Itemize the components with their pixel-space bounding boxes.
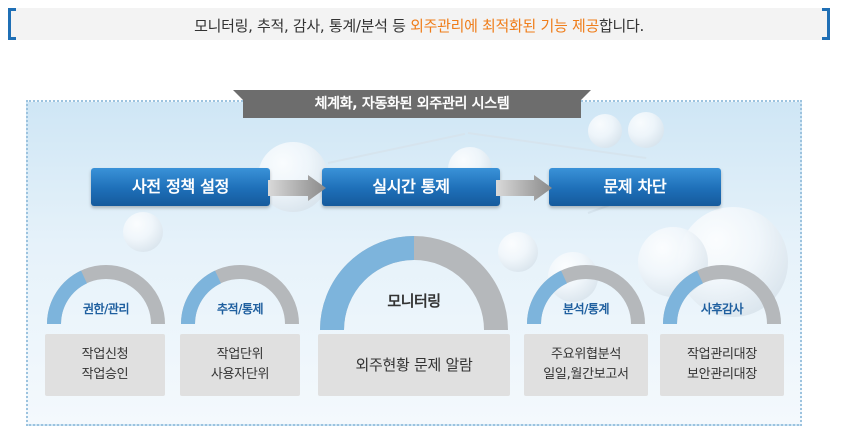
- gauge-label: 추적/통제: [178, 300, 302, 317]
- stage-pre-policy-setting: 사전 정책 설정: [91, 168, 270, 206]
- molecule-bubble: [123, 212, 163, 252]
- gauge-post-audit: 사후감사: [660, 264, 784, 324]
- molecule-bubble: [628, 112, 664, 148]
- detail-line: 작업단위: [217, 345, 264, 365]
- detail-box-analysis: 주요위협분석 일일,월간보고서: [524, 334, 648, 396]
- gauge-analysis-statistics: 분석/통계: [524, 264, 648, 324]
- detail-line: 외주현황 문제 알람: [356, 355, 473, 375]
- gauge-arc-icon: [318, 232, 510, 330]
- gauge-label: 사후감사: [660, 300, 784, 317]
- gauge-monitoring: 모니터링: [318, 232, 510, 330]
- detail-line: 주요위협분석: [551, 345, 621, 365]
- molecule-bubble: [588, 114, 622, 148]
- detail-line: 작업신청: [82, 345, 129, 365]
- detail-line: 작업승인: [82, 365, 129, 385]
- right-bracket-decoration: [822, 8, 830, 40]
- detail-box-permission: 작업신청 작업승인: [45, 334, 165, 396]
- molecule-connector: [328, 133, 465, 164]
- gauge-tracking-control: 추적/통제: [178, 264, 302, 324]
- detail-box-monitoring: 외주현황 문제 알람: [318, 334, 510, 396]
- gauge-label: 분석/통계: [524, 300, 648, 317]
- right-arrow-icon: [268, 175, 326, 201]
- banner-text-before: 모니터링, 추적, 감사, 통계/분석 등: [194, 17, 410, 35]
- detail-box-tracking: 작업단위 사용자단위: [180, 334, 300, 396]
- detail-box-audit: 작업관리대장 보안관리대장: [660, 334, 784, 396]
- detail-line: 일일,월간보고서: [543, 365, 628, 385]
- gauge-permission-management: 권한/관리: [44, 264, 168, 324]
- gauge-label: 권한/관리: [44, 300, 168, 317]
- top-banner: 모니터링, 추적, 감사, 통계/분석 등 외주관리에 최적화된 기능 제공합니…: [8, 8, 830, 40]
- stage-problem-blocking: 문제 차단: [549, 168, 721, 206]
- diagram-title: 체계화, 자동화된 외주관리 시스템: [243, 90, 581, 118]
- gauge-label: 모니터링: [318, 290, 510, 311]
- banner-text: 모니터링, 추적, 감사, 통계/분석 등 외주관리에 최적화된 기능 제공합니…: [8, 15, 830, 36]
- right-arrow-icon: [496, 175, 552, 201]
- detail-line: 작업관리대장: [687, 345, 757, 365]
- detail-line: 사용자단위: [211, 365, 269, 385]
- detail-line: 보안관리대장: [687, 365, 757, 385]
- banner-text-highlight: 외주관리에 최적화된 기능 제공: [410, 17, 599, 35]
- stage-realtime-control: 실시간 통제: [322, 168, 500, 206]
- banner-text-after: 합니다.: [599, 17, 644, 35]
